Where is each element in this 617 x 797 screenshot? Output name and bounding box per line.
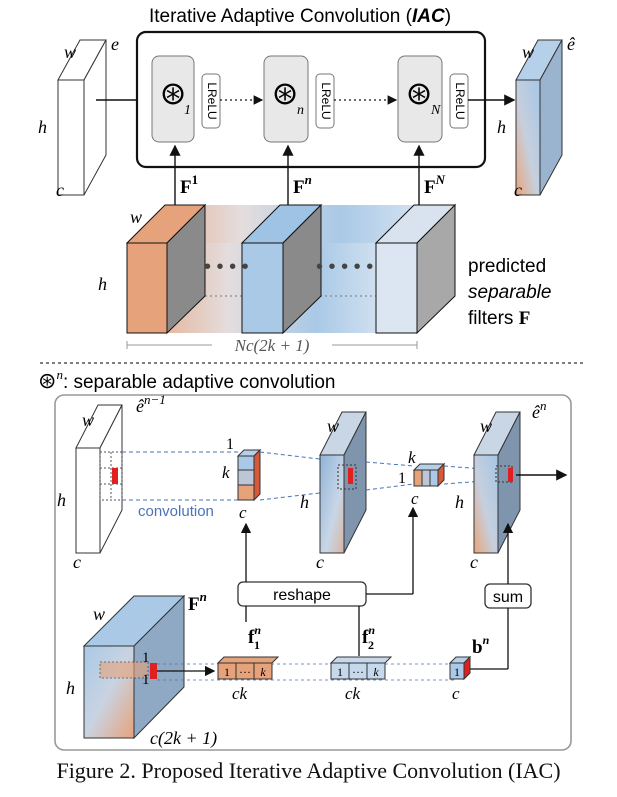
- bottom-input-label: ên−1: [136, 392, 166, 416]
- bottom-output-label: ên: [532, 398, 547, 422]
- svg-text:w: w: [64, 42, 76, 62]
- svg-text:1: 1: [184, 103, 191, 118]
- svg-text:w: w: [93, 604, 105, 624]
- svg-text:k: k: [260, 665, 266, 679]
- svg-text:c: c: [316, 552, 324, 572]
- svg-text:n: n: [297, 103, 304, 118]
- svg-text:···: ···: [352, 665, 364, 679]
- svg-text:h: h: [497, 117, 506, 137]
- svg-text:w: w: [82, 410, 94, 430]
- conv-glyph-N: ⊛: [406, 75, 433, 111]
- output-feature-map: w ê h c: [497, 34, 575, 200]
- svg-text:ck: ck: [232, 684, 248, 703]
- lrelu-label-n: LReLU: [319, 82, 333, 119]
- svg-text:c: c: [452, 684, 460, 703]
- predicted-label-1: predicted: [468, 256, 546, 277]
- conv-op-N: ⊛ N LReLU: [397, 55, 469, 143]
- detail-panel: [54, 394, 572, 751]
- svg-text:w: w: [522, 42, 534, 62]
- filter-label-n: Fn: [293, 172, 312, 198]
- tensor-width-label: Nc(2k + 1): [234, 336, 310, 355]
- filter-cube: w Fn 1 1 h c(2k + 1): [66, 589, 217, 749]
- bias-label: bn: [472, 633, 490, 658]
- svg-text:• • • •: • • • •: [204, 256, 249, 278]
- svg-text:ck: ck: [345, 684, 361, 703]
- filter-tensor: • • • • • • • • • w h: [98, 203, 457, 335]
- conv-op-n: ⊛ n LReLU: [263, 55, 335, 143]
- svg-text:h: h: [38, 117, 47, 137]
- svg-text:c: c: [470, 552, 478, 572]
- filter-label-1: F1: [180, 172, 198, 198]
- intermediate-map: w h c: [300, 411, 367, 572]
- svg-text:h: h: [57, 490, 66, 510]
- bias-cell: 1 bn c: [448, 633, 490, 703]
- reshape-label: reshape: [273, 587, 331, 604]
- svg-text:c: c: [56, 180, 64, 200]
- bottom-input-map: w ên−1 h c: [57, 392, 166, 572]
- input-feature-map: w e h c: [38, 34, 119, 200]
- predicted-label-3: filters F: [468, 308, 530, 329]
- legend-text: ⊛n: separable adaptive convolution: [38, 367, 335, 393]
- svg-text:h: h: [66, 678, 75, 698]
- filter-cube-depth: c(2k + 1): [150, 728, 217, 749]
- bottom-output-map: w ên h c: [455, 398, 547, 572]
- svg-text:1: 1: [224, 665, 230, 679]
- svg-text:c: c: [514, 180, 522, 200]
- svg-text:1: 1: [337, 665, 343, 679]
- svg-text:1: 1: [142, 650, 150, 666]
- svg-text:ê: ê: [567, 34, 575, 54]
- svg-text:k: k: [408, 448, 416, 467]
- svg-text:N: N: [430, 103, 441, 118]
- svg-text:k: k: [373, 665, 379, 679]
- lrelu-label-1: LReLU: [205, 82, 219, 119]
- kernel-horizontal: k 1 c: [398, 448, 446, 508]
- svg-text:1: 1: [398, 470, 406, 487]
- filter-cube-label: Fn: [188, 589, 207, 615]
- figure-caption: Figure 2. Proposed Iterative Adaptive Co…: [56, 758, 561, 783]
- conv-glyph-n: ⊛: [272, 75, 299, 111]
- convolution-label: convolution: [138, 503, 214, 520]
- svg-text:e: e: [111, 34, 119, 54]
- svg-text:1: 1: [226, 436, 234, 453]
- svg-text:• • • • •: • • • • •: [316, 256, 373, 278]
- svg-text:1: 1: [142, 672, 150, 688]
- svg-text:c: c: [239, 503, 247, 522]
- filter-label-N: FN: [424, 172, 446, 198]
- sum-label: sum: [493, 589, 523, 606]
- svg-text:1: 1: [454, 665, 460, 679]
- svg-text:w: w: [327, 416, 339, 436]
- svg-text:w: w: [480, 416, 492, 436]
- lrelu-label-N: LReLU: [453, 82, 467, 119]
- svg-text:c: c: [411, 489, 419, 508]
- svg-text:···: ···: [239, 665, 251, 679]
- diagram-title: Iterative Adaptive Convolution (IAC): [149, 6, 451, 27]
- svg-text:h: h: [98, 274, 107, 294]
- conv-op-1: ⊛ 1 LReLU: [151, 55, 221, 143]
- svg-text:k: k: [222, 463, 230, 482]
- svg-text:h: h: [455, 492, 464, 512]
- conv-glyph-1: ⊛: [160, 75, 187, 111]
- svg-text:h: h: [300, 492, 309, 512]
- predicted-label-2: separable: [468, 282, 551, 303]
- kernel-vertical: 1 k c: [222, 436, 262, 522]
- svg-text:w: w: [130, 207, 142, 227]
- svg-text:c: c: [73, 552, 81, 572]
